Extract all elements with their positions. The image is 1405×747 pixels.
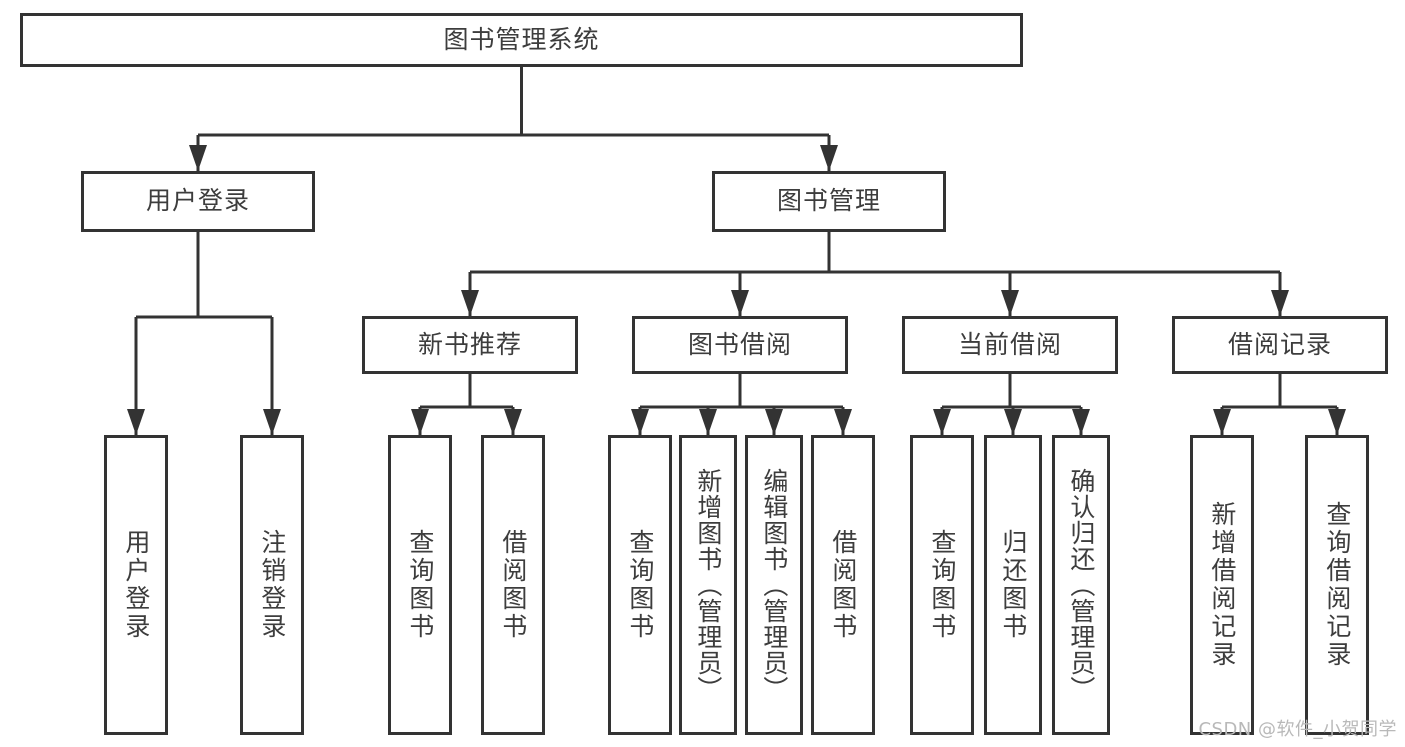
node-label-book-borrow: 图书借阅 (687, 329, 792, 359)
arrowhead-leaf-add-book (699, 409, 717, 435)
node-label-leaf-add-book: 新增图书（管理员） (693, 468, 723, 702)
node-leaf-logout[interactable]: 注销登录 (240, 435, 304, 735)
arrowhead-leaf-query-book-3 (933, 409, 951, 435)
node-leaf-query-record[interactable]: 查询借阅记录 (1305, 435, 1369, 735)
arrowhead-book-borrow (731, 290, 749, 316)
arrowhead-leaf-borrow-book-1 (504, 409, 522, 435)
watermark-text: CSDN @软件_小贺同学 (1198, 719, 1397, 740)
arrowhead-leaf-logout (263, 409, 281, 435)
node-leaf-edit-book[interactable]: 编辑图书（管理员） (745, 435, 803, 735)
arrowhead-new-book-rec (461, 290, 479, 316)
node-book-manage[interactable]: 图书管理 (712, 171, 946, 232)
node-label-leaf-logout: 注销登录 (257, 529, 287, 641)
node-label-leaf-user-login: 用户登录 (121, 529, 151, 641)
node-label-new-book-rec: 新书推荐 (417, 329, 522, 359)
node-leaf-confirm-return[interactable]: 确认归还（管理员） (1052, 435, 1110, 735)
node-label-leaf-confirm-return: 确认归还（管理员） (1066, 468, 1096, 702)
node-label-leaf-query-book-3: 查询图书 (927, 529, 957, 641)
arrowhead-leaf-edit-book (765, 409, 783, 435)
node-label-leaf-query-book-1: 查询图书 (405, 529, 435, 641)
node-label-current-borrow: 当前借阅 (957, 329, 1062, 359)
node-user-login[interactable]: 用户登录 (81, 171, 315, 232)
node-label-leaf-borrow-book-1: 借阅图书 (498, 529, 528, 641)
node-label-leaf-add-record: 新增借阅记录 (1207, 501, 1237, 669)
node-label-leaf-edit-book: 编辑图书（管理员） (759, 468, 789, 702)
node-borrow-record[interactable]: 借阅记录 (1172, 316, 1388, 374)
node-leaf-user-login[interactable]: 用户登录 (104, 435, 168, 735)
arrowhead-book-manage (820, 145, 838, 171)
node-leaf-add-book[interactable]: 新增图书（管理员） (679, 435, 737, 735)
node-book-borrow[interactable]: 图书借阅 (632, 316, 848, 374)
node-label-borrow-record: 借阅记录 (1227, 329, 1332, 359)
node-new-book-rec[interactable]: 新书推荐 (362, 316, 578, 374)
arrowhead-leaf-confirm-return (1072, 409, 1090, 435)
node-leaf-query-book-3[interactable]: 查询图书 (910, 435, 974, 735)
node-label-book-manage: 图书管理 (776, 186, 881, 216)
node-label-leaf-return-book: 归还图书 (998, 529, 1028, 641)
arrowhead-leaf-query-record (1328, 409, 1346, 435)
arrowhead-leaf-return-book (1004, 409, 1022, 435)
node-leaf-borrow-book-1[interactable]: 借阅图书 (481, 435, 545, 735)
arrowhead-user-login (189, 145, 207, 171)
arrowhead-leaf-user-login (127, 409, 145, 435)
node-leaf-add-record[interactable]: 新增借阅记录 (1190, 435, 1254, 735)
node-leaf-borrow-book-2[interactable]: 借阅图书 (811, 435, 875, 735)
arrowhead-borrow-record (1271, 290, 1289, 316)
node-leaf-query-book-2[interactable]: 查询图书 (608, 435, 672, 735)
node-label-leaf-query-book-2: 查询图书 (625, 529, 655, 641)
node-label-root: 图书管理系统 (443, 24, 600, 54)
arrowhead-leaf-add-record (1213, 409, 1231, 435)
arrowhead-leaf-query-book-1 (411, 409, 429, 435)
node-label-leaf-borrow-book-2: 借阅图书 (828, 529, 858, 641)
node-current-borrow[interactable]: 当前借阅 (902, 316, 1118, 374)
arrowhead-leaf-query-book-2 (631, 409, 649, 435)
node-leaf-query-book-1[interactable]: 查询图书 (388, 435, 452, 735)
node-label-user-login: 用户登录 (145, 186, 250, 216)
node-label-leaf-query-record: 查询借阅记录 (1322, 501, 1352, 669)
node-root[interactable]: 图书管理系统 (20, 13, 1023, 67)
node-leaf-return-book[interactable]: 归还图书 (984, 435, 1042, 735)
arrowhead-leaf-borrow-book-2 (834, 409, 852, 435)
arrowhead-current-borrow (1001, 290, 1019, 316)
